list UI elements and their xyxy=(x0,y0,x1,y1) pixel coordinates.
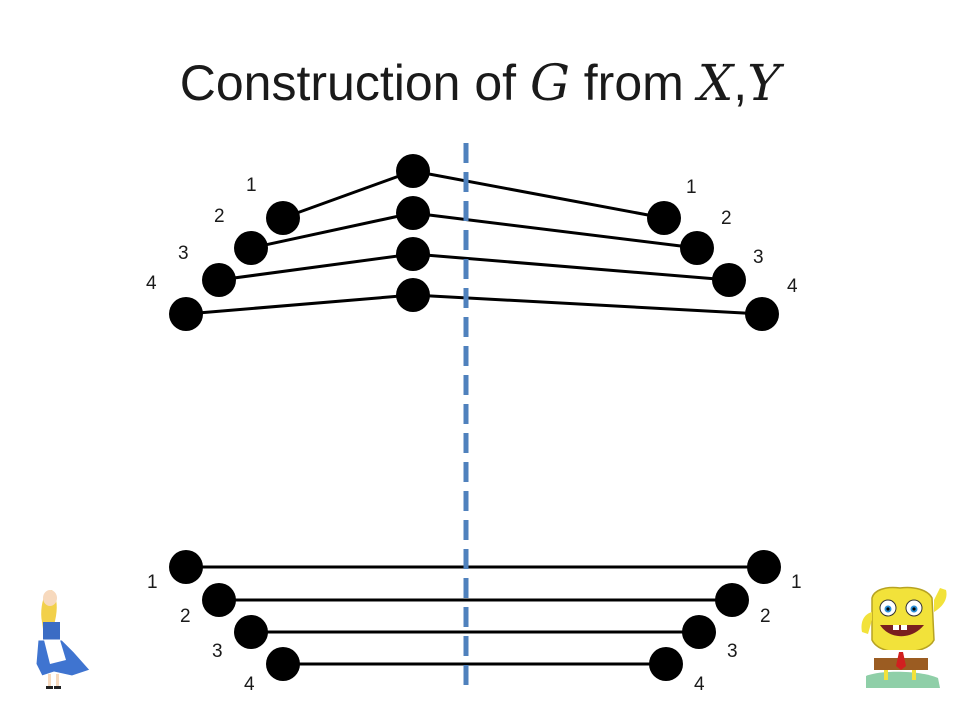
title-prefix: Construction of xyxy=(179,55,530,111)
label-top-left-2: 2 xyxy=(214,206,225,227)
label-top-left-4: 4 xyxy=(146,273,157,294)
label-bottom-left-3: 3 xyxy=(212,641,223,662)
bottom-edges xyxy=(186,565,764,666)
edge-top-left-2 xyxy=(250,211,414,250)
node-bottom-right-4 xyxy=(649,647,683,681)
title-var-x: X xyxy=(697,54,734,112)
node-top-left-4 xyxy=(169,297,203,331)
edge-top-left-1 xyxy=(282,169,414,220)
label-top-right-3: 3 xyxy=(753,247,764,268)
top-edges xyxy=(185,169,763,316)
node-center-1 xyxy=(396,154,430,188)
node-top-left-2 xyxy=(234,231,268,265)
node-center-2 xyxy=(396,196,430,230)
node-center-4 xyxy=(396,278,430,312)
title-var-g: G xyxy=(529,54,570,112)
label-top-right-1: 1 xyxy=(686,177,697,198)
node-top-left-1 xyxy=(266,201,300,235)
alice-cartoon-icon xyxy=(35,590,91,689)
label-bottom-left-2: 2 xyxy=(180,606,191,627)
edge-top-right-1 xyxy=(412,169,665,220)
label-bottom-right-2: 2 xyxy=(760,606,771,627)
top-nodes xyxy=(169,154,779,331)
title-middle: from xyxy=(569,55,698,111)
label-bottom-left-1: 1 xyxy=(147,572,158,593)
bottom-nodes xyxy=(169,550,781,681)
node-bottom-left-1 xyxy=(169,550,203,584)
node-top-right-1 xyxy=(647,201,681,235)
label-top-right-4: 4 xyxy=(787,276,798,297)
node-bottom-left-2 xyxy=(202,583,236,617)
edge-top-right-4 xyxy=(412,293,763,316)
title-var-y: Y xyxy=(747,54,781,112)
label-bottom-right-1: 1 xyxy=(791,572,802,593)
node-top-right-4 xyxy=(745,297,779,331)
edge-top-right-2 xyxy=(412,211,698,250)
node-center-3 xyxy=(396,237,430,271)
label-bottom-left-4: 4 xyxy=(244,674,255,695)
node-bottom-right-2 xyxy=(715,583,749,617)
slide-title: Construction of G from X,Y xyxy=(0,58,960,108)
spongebob-cartoon-icon xyxy=(861,586,947,688)
label-bottom-right-3: 3 xyxy=(727,641,738,662)
label-top-right-2: 2 xyxy=(721,208,732,229)
node-top-right-2 xyxy=(680,231,714,265)
node-bottom-right-3 xyxy=(682,615,716,649)
edge-top-left-4 xyxy=(185,293,414,316)
node-bottom-left-4 xyxy=(266,647,300,681)
label-top-left-3: 3 xyxy=(178,243,189,264)
edge-top-left-3 xyxy=(218,252,414,282)
title-comma: , xyxy=(733,55,748,111)
node-top-left-3 xyxy=(202,263,236,297)
node-bottom-right-1 xyxy=(747,550,781,584)
node-top-right-3 xyxy=(712,263,746,297)
edge-top-right-3 xyxy=(412,252,730,282)
node-bottom-left-3 xyxy=(234,615,268,649)
label-top-left-1: 1 xyxy=(246,175,257,196)
label-bottom-right-4: 4 xyxy=(694,674,705,695)
